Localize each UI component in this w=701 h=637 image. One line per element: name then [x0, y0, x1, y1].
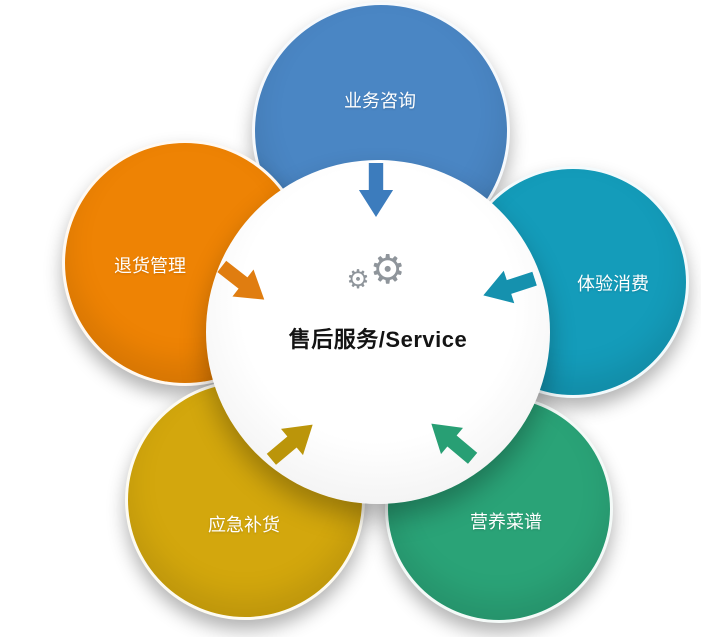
arrow-icon-from-emergency-restock [258, 409, 325, 474]
gear-large-icon: ⚙ [369, 248, 406, 292]
gears-icon: ⚙⚙ [346, 248, 406, 294]
arrow-icon-from-return-management [209, 251, 276, 316]
petal-label-experience-consumption: 体验消费 [577, 274, 649, 294]
arrow-shape [431, 423, 478, 464]
arrow-icon-from-nutrition-recipes [418, 408, 485, 473]
petal-label-business-consulting: 业务咨询 [344, 91, 416, 111]
petal-label-emergency-restock: 应急补货 [208, 515, 280, 535]
petal-label-nutrition-recipes: 营养菜谱 [470, 512, 542, 532]
center-label: 售后服务/Service [288, 327, 468, 352]
arrow-icon-from-business-consulting [356, 163, 396, 217]
arrow-shape [266, 424, 313, 465]
arrow-icon-from-experience-consumption [477, 260, 541, 315]
arrow-shape [217, 260, 265, 300]
petal-label-return-management: 退货管理 [114, 256, 186, 276]
arrow-shape [483, 270, 537, 304]
gear-small-icon: ⚙ [346, 264, 370, 294]
arrow-shape [358, 163, 394, 217]
center-circle [206, 160, 550, 504]
